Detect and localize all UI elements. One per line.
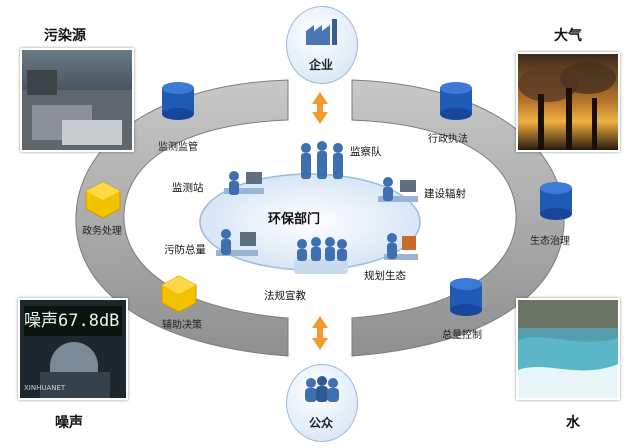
hexagon-block-icon xyxy=(161,275,197,313)
pollution-source-photo xyxy=(20,48,134,152)
database-icon xyxy=(440,82,472,120)
enterprise-circle xyxy=(286,6,358,84)
atmosphere-photo xyxy=(516,52,620,152)
role-label-pollution-total: 污防总量 xyxy=(164,244,206,256)
watermark-text: XINHUANET xyxy=(24,384,66,392)
label-pollution-source: 污染源 xyxy=(44,28,86,44)
factory-icon xyxy=(306,19,337,45)
ring-label-government-affairs: 政务处理 xyxy=(82,226,122,237)
ring-label-decision-support: 辅助决策 xyxy=(162,320,202,331)
role-label-law-education: 法规宣教 xyxy=(264,290,306,302)
top-arrow xyxy=(312,92,328,124)
bottom-arrow xyxy=(312,316,328,350)
public-label: 公众 xyxy=(308,416,333,430)
label-water: 水 xyxy=(566,415,580,431)
construction-radiation-icon xyxy=(378,177,418,202)
people-group-icon xyxy=(305,376,339,402)
hexagon-block-icon xyxy=(85,181,121,219)
role-label-planning-ecology: 规划生态 xyxy=(364,270,406,282)
database-icon xyxy=(540,182,572,220)
monitoring-station-icon xyxy=(224,171,264,195)
center-label: 环保部门 xyxy=(268,212,321,227)
law-education-icon xyxy=(294,237,348,274)
role-label-construction-radiation: 建设辐射 xyxy=(424,188,466,200)
database-icon xyxy=(162,82,194,120)
noise-photo: 噪声67.8dB XINHUANET xyxy=(18,298,128,400)
label-noise: 噪声 xyxy=(55,415,83,431)
pollution-total-icon xyxy=(216,229,258,256)
database-icon xyxy=(450,278,482,316)
water-photo xyxy=(516,298,620,400)
role-label-inspection-team: 监察队 xyxy=(350,146,382,158)
ring-label-eco-governance: 生态治理 xyxy=(530,236,570,247)
ring-label-admin-enforcement: 行政执法 xyxy=(428,134,468,145)
public-circle xyxy=(286,364,358,442)
ring-label-total-control: 总量控制 xyxy=(442,330,482,341)
role-label-monitoring-station: 监测站 xyxy=(172,182,204,194)
inspection-team-icon xyxy=(301,141,343,179)
planning-ecology-icon xyxy=(384,233,418,260)
ring-label-monitoring-supervision: 监测监管 xyxy=(158,142,198,153)
label-atmosphere: 大气 xyxy=(554,28,582,44)
noise-sign: 噪声67.8dB xyxy=(24,306,122,336)
enterprise-label: 企业 xyxy=(308,58,333,72)
